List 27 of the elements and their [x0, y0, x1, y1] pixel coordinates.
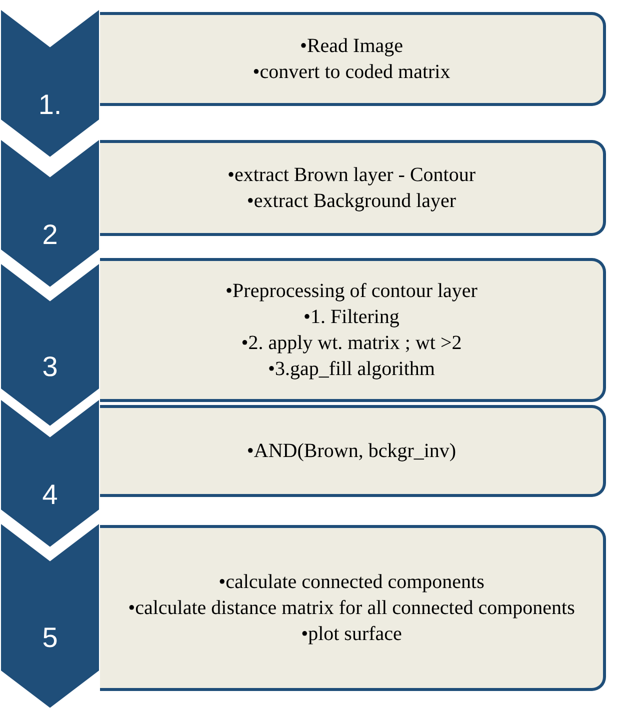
bullet-item: •extract Brown layer - Contour — [227, 163, 476, 188]
step-box — [100, 525, 606, 691]
numbered-step-marker — [0, 138, 100, 288]
numbered-step-marker — [0, 398, 100, 548]
bullet-item: •AND(Brown, bckgr_inv) — [246, 439, 456, 464]
numbered-step-marker — [0, 8, 100, 158]
step-number: 1. — [37, 89, 63, 121]
bullet-item: •convert to coded matrix — [252, 60, 450, 85]
bullet-item: •Read Image — [300, 34, 404, 59]
numbered-step-marker — [0, 262, 100, 427]
numbered-step-marker — [0, 522, 100, 709]
step-number: 3 — [41, 350, 59, 382]
step-box — [100, 258, 606, 402]
bullet-item: •extract Background layer — [246, 189, 456, 214]
step-box — [100, 405, 606, 497]
bullet-item: •1. Filtering — [304, 305, 400, 330]
bullet-item: •calculate connected components — [218, 570, 484, 595]
bullet-item: •3.gap_fill algorithm — [268, 357, 435, 382]
bullet-item: •2. apply wt. matrix ; wt >2 — [241, 331, 462, 356]
bullet-item: •calculate distance matrix for all connected components — [128, 596, 575, 621]
bullet-item: •plot surface — [301, 622, 402, 647]
step-box — [100, 12, 606, 106]
step-number: 4 — [41, 479, 59, 511]
step-number: 2 — [41, 219, 59, 251]
bullet-item: •Preprocessing of contour layer — [226, 279, 478, 304]
step-box — [100, 140, 606, 236]
step-number: 5 — [41, 622, 59, 654]
